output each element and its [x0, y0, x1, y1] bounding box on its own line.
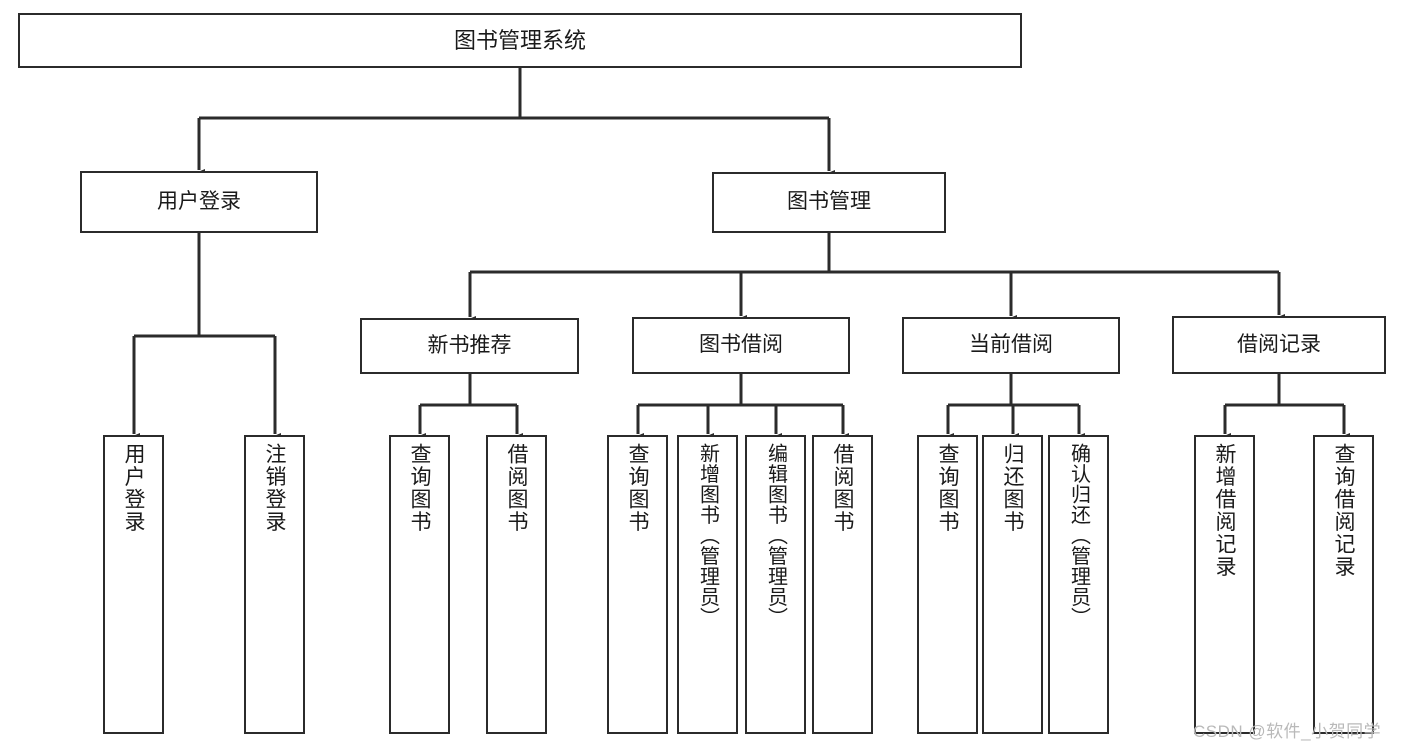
node-label: 图书管理系统	[453, 27, 586, 53]
node-label: 当前借阅	[969, 333, 1053, 357]
node-label: 图书管理	[787, 190, 871, 214]
node-label: 查询借阅记录	[1332, 443, 1355, 578]
node-n-books[interactable]: 图书管理	[712, 172, 946, 233]
node-l-new-borrow[interactable]: 借阅图书	[486, 435, 547, 734]
node-label: 图书借阅	[699, 333, 783, 357]
node-l-log-add[interactable]: 新增借阅记录	[1194, 435, 1255, 734]
node-n-curr[interactable]: 当前借阅	[902, 317, 1120, 374]
csdn-watermark: CSDN @软件_小贺同学	[1193, 722, 1382, 741]
node-n-log[interactable]: 借阅记录	[1172, 316, 1386, 374]
node-label: 注销登录	[263, 443, 286, 533]
node-label: 借阅图书	[505, 443, 528, 533]
node-l-bor-edit[interactable]: 编辑图书（管理员）	[745, 435, 806, 734]
node-label: 查询图书	[936, 443, 959, 533]
node-label: 借阅记录	[1237, 332, 1321, 356]
node-n-login[interactable]: 用户登录	[80, 171, 318, 233]
node-n-newrec[interactable]: 新书推荐	[360, 318, 579, 374]
node-label: 查询图书	[408, 443, 431, 533]
node-label: 新书推荐	[427, 333, 512, 357]
node-label: 查询图书	[626, 443, 649, 533]
node-l-cur-return[interactable]: 归还图书	[982, 435, 1043, 734]
node-label: 编辑图书（管理员）	[764, 443, 787, 628]
node-label: 借阅图书	[831, 443, 854, 533]
node-l-log-query[interactable]: 查询借阅记录	[1313, 435, 1374, 734]
node-l-bor-query[interactable]: 查询图书	[607, 435, 668, 734]
node-l-new-query[interactable]: 查询图书	[389, 435, 450, 734]
node-n-borrow[interactable]: 图书借阅	[632, 317, 850, 374]
node-label: 新增借阅记录	[1213, 443, 1236, 578]
node-root[interactable]: 图书管理系统	[18, 13, 1022, 68]
node-l-bor-add[interactable]: 新增图书（管理员）	[677, 435, 738, 734]
node-label: 用户登录	[122, 443, 145, 533]
node-label: 归还图书	[1001, 443, 1024, 533]
node-l-bor-lend[interactable]: 借阅图书	[812, 435, 873, 734]
node-label: 确认归还（管理员）	[1067, 443, 1090, 628]
node-l-cur-confirm[interactable]: 确认归还（管理员）	[1048, 435, 1109, 734]
node-label: 新增图书（管理员）	[696, 443, 719, 628]
node-label: 用户登录	[157, 189, 241, 213]
node-l-user-login[interactable]: 用户登录	[103, 435, 164, 734]
node-l-cur-query[interactable]: 查询图书	[917, 435, 978, 734]
node-l-user-logout[interactable]: 注销登录	[244, 435, 305, 734]
edges-group	[128, 68, 1350, 443]
